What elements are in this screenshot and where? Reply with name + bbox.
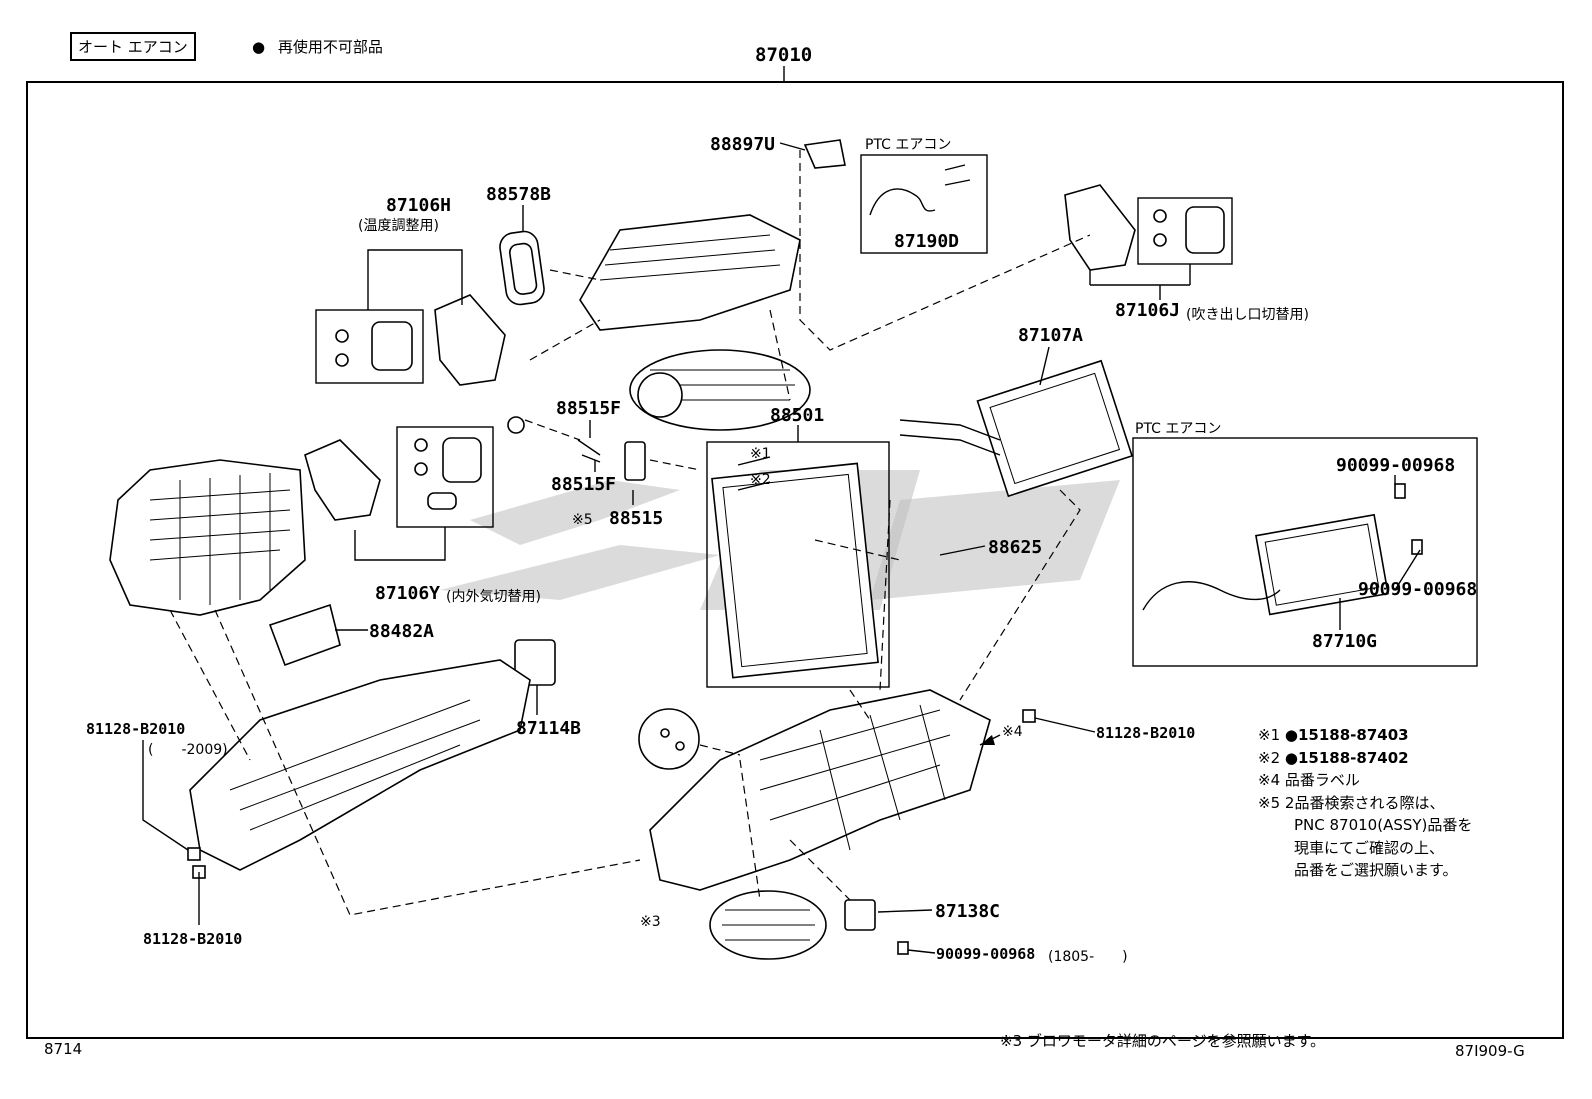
- part-88897U[interactable]: 88897U: [710, 134, 776, 155]
- notes-list: ※1 ●15188-87403 ※2 ●15188-87402 ※4 品番ラベル…: [1258, 724, 1472, 882]
- assembly-number: 87010: [755, 44, 813, 66]
- mark-1: ※1: [750, 446, 771, 462]
- footer-blower-note: ※3 ブロワモータ詳細のページを参照願います。: [1000, 1032, 1326, 1050]
- note-item: ※4 品番ラベル: [1258, 771, 1360, 789]
- part-87138C[interactable]: 87138C: [935, 901, 1001, 922]
- note-item: 品番をご選択願います。: [1294, 861, 1458, 879]
- diagram-code: 87I909-G: [1455, 1042, 1525, 1060]
- note-item: ※2 ●15188-87402: [1258, 748, 1409, 767]
- ptc-upper-label: PTC エアコン: [865, 137, 952, 153]
- part-90099-c-note: (1805- ): [1048, 949, 1128, 965]
- part-90099-a[interactable]: 90099-00968: [1336, 455, 1456, 476]
- part-88515F-b[interactable]: 88515F: [551, 474, 617, 495]
- part-87190D[interactable]: 87190D: [894, 231, 960, 252]
- part-87114B[interactable]: 87114B: [516, 718, 582, 739]
- mark-2: ※2: [750, 472, 771, 488]
- mark-4: ※4: [1002, 724, 1023, 740]
- bullet-icon: ●: [252, 38, 266, 56]
- part-87107A[interactable]: 87107A: [1018, 325, 1084, 346]
- part-87106J-note: (吹き出し口切替用): [1186, 307, 1309, 323]
- part-88515F-a[interactable]: 88515F: [556, 398, 622, 419]
- footer-left-code: 8714: [44, 1040, 83, 1058]
- diagram-frame: [26, 81, 1564, 1039]
- part-87106H-note: (温度調整用): [358, 218, 439, 234]
- part-88515[interactable]: 88515: [609, 508, 664, 529]
- part-88482A[interactable]: 88482A: [369, 621, 435, 642]
- part-88501[interactable]: 88501: [770, 405, 825, 426]
- part-87106Y[interactable]: 87106Y: [375, 583, 441, 604]
- part-87710G[interactable]: 87710G: [1312, 631, 1378, 652]
- part-87106H[interactable]: 87106H: [386, 195, 452, 216]
- mark-5: ※5: [572, 512, 593, 528]
- part-88625[interactable]: 88625: [988, 537, 1043, 558]
- part-90099-c[interactable]: 90099-00968: [936, 945, 1036, 963]
- note-item: PNC 87010(ASSY)品番を: [1294, 816, 1473, 834]
- part-81128-right[interactable]: 81128-B2010: [1096, 724, 1196, 742]
- note-item: ※5 2品番検索される際は、: [1258, 793, 1445, 812]
- part-87106Y-note: (内外気切替用): [446, 589, 541, 605]
- mark-3: ※3: [640, 914, 661, 930]
- note-item: ※1 ●15188-87403: [1258, 726, 1409, 744]
- part-81128-bottom[interactable]: 81128-B2010: [143, 930, 243, 948]
- note-item: 現車にてご確認の上、: [1294, 838, 1445, 857]
- legend: ● 再使用不可部品: [252, 36, 383, 57]
- part-81128-left-top[interactable]: 81128-B2010: [86, 720, 186, 738]
- ptc-lower-label: PTC エアコン: [1135, 421, 1222, 437]
- part-81128-left-top-note: ( -2009): [148, 742, 228, 758]
- auto-ac-tag: オート エアコン: [70, 32, 196, 61]
- part-88578B[interactable]: 88578B: [486, 184, 552, 205]
- part-90099-b[interactable]: 90099-00968: [1358, 579, 1478, 600]
- legend-text: 再使用不可部品: [277, 38, 383, 56]
- part-87106J[interactable]: 87106J: [1115, 300, 1181, 321]
